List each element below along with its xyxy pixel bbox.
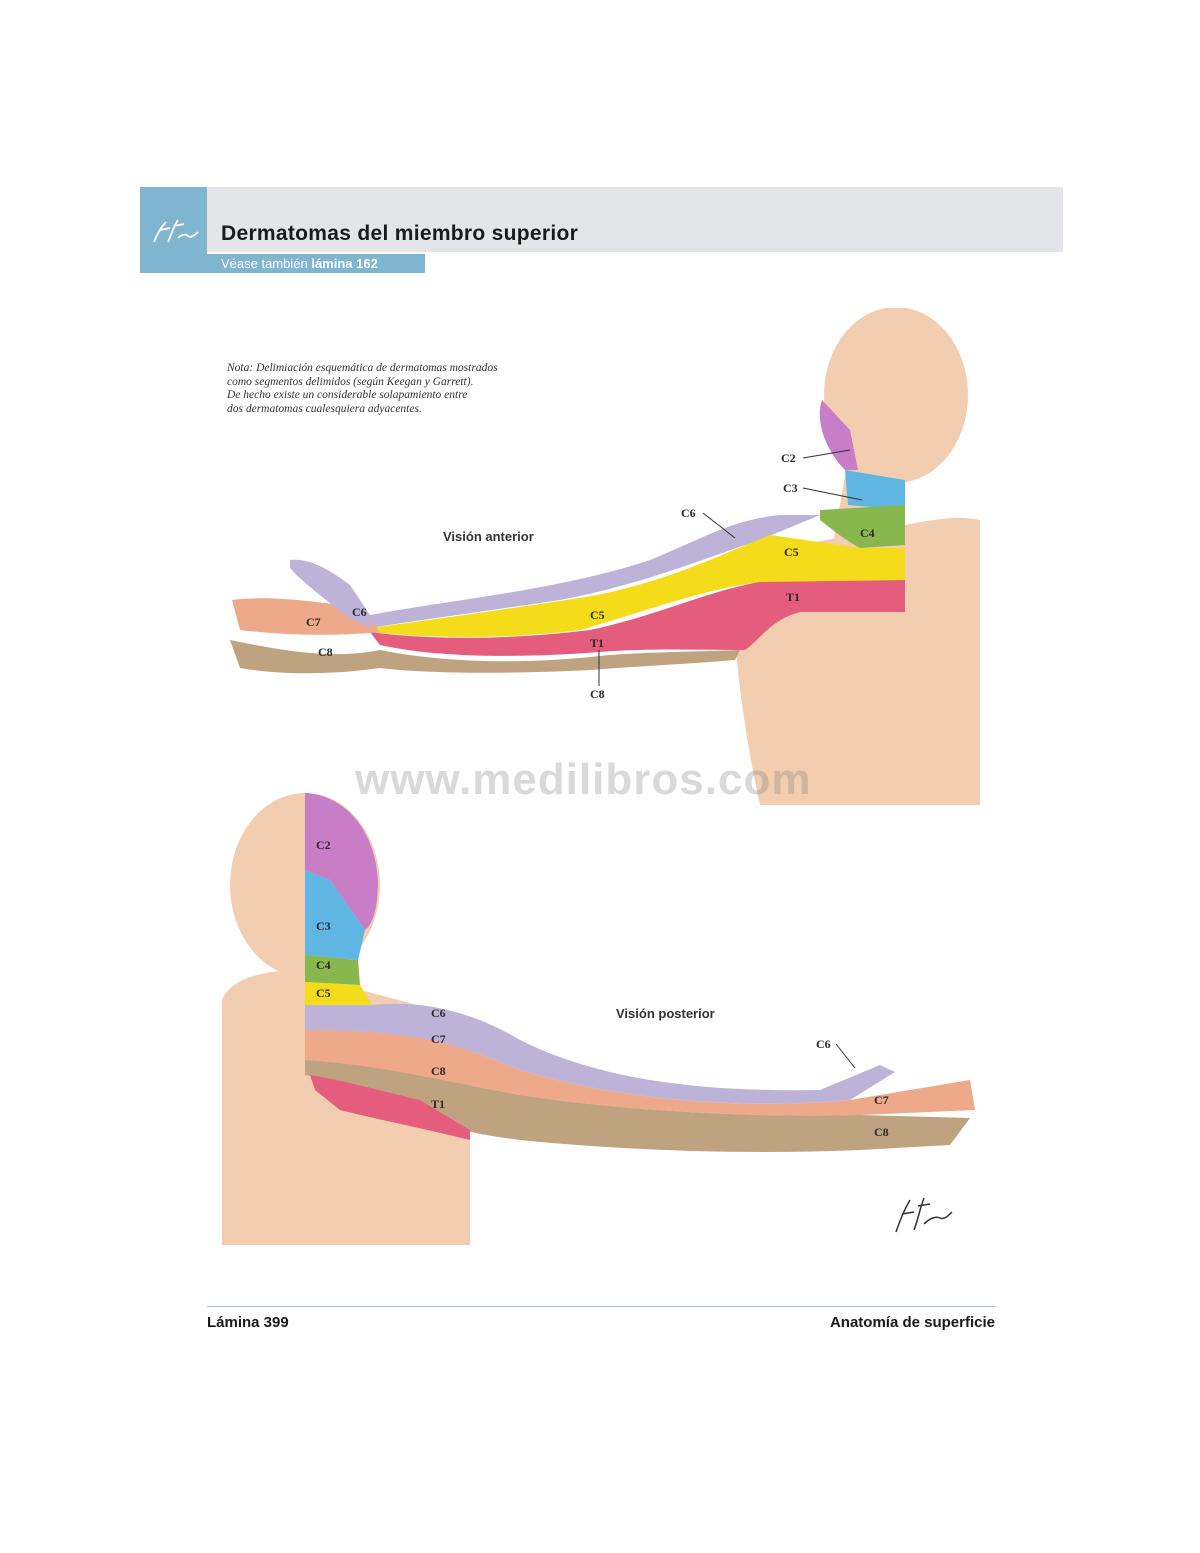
anterior-label-c2: C2 (781, 451, 796, 465)
artist-signature (895, 1197, 953, 1233)
footer-plate-number: Lámina 399 (207, 1314, 289, 1331)
anterior-thumb-c6 (290, 559, 370, 628)
anterior-dermatome-c5 (370, 535, 905, 637)
posterior-view-title: Visión posterior (616, 1006, 715, 1021)
posterior-dermatome-c4 (305, 955, 360, 985)
leader-lines (598, 449, 863, 1069)
posterior-label-c4: C4 (316, 958, 331, 972)
posterior-label-c6-thumb: C6 (816, 1037, 831, 1051)
footer-section-title: Anatomía de superficie (829, 1314, 995, 1331)
anterior-dermatome-t1 (370, 580, 905, 656)
posterior-dermatome-c6 (305, 1003, 895, 1104)
anterior-label-t1-arm: T1 (590, 636, 605, 650)
anterior-label-c7-hand: C7 (306, 615, 321, 629)
watermark: www.medilibros.com (355, 755, 812, 804)
footer-divider (207, 1306, 996, 1307)
posterior-dermatome-c5 (305, 982, 372, 1005)
see-also-prefix: Véase también (221, 256, 312, 271)
note-line: dos dermatomas cualesquiera adyacentes. (227, 402, 422, 415)
anterior-label-c6-top: C6 (681, 506, 696, 520)
note-text: Nota: Delimiación esquemática de dermato… (227, 362, 587, 416)
posterior-dermatome-c8 (305, 1060, 970, 1152)
posterior-label-c6: C6 (431, 1006, 446, 1020)
anterior-label-c8-hand: C8 (318, 645, 333, 659)
posterior-dermatome-c3 (305, 870, 365, 960)
posterior-label-c8: C8 (431, 1064, 446, 1078)
posterior-label-c3: C3 (316, 919, 331, 933)
anterior-label-c5-arm: C5 (590, 608, 605, 622)
note-line: De hecho existe un considerable solapami… (227, 389, 468, 401)
anterior-view-title: Visión anterior (443, 529, 534, 544)
anterior-dermatome-c6-upper (370, 515, 820, 628)
posterior-label-t1: T1 (431, 1097, 446, 1111)
note-line: como segmentos delimidos (según Keegan y… (227, 375, 474, 388)
netter-signature-logo (153, 219, 199, 243)
page-title: Dermatomas del miembro superior (221, 222, 579, 245)
anterior-dermatome-c2 (819, 400, 858, 470)
posterior-label-c7-hand: C7 (874, 1093, 889, 1107)
dermatome-illustration (222, 308, 980, 1245)
anterior-label-t1-chest: T1 (786, 590, 801, 604)
see-also-banner: Véase también lámina 162 (207, 254, 425, 273)
anterior-label-c8-below: C8 (590, 687, 605, 701)
posterior-dermatome-t1 (310, 1075, 470, 1140)
anterior-label-c4: C4 (860, 526, 875, 540)
anterior-label-c3: C3 (783, 481, 798, 495)
see-also-link[interactable]: lámina 162 (311, 256, 378, 271)
posterior-label-c5: C5 (316, 986, 331, 1000)
posterior-label-c7: C7 (431, 1032, 446, 1046)
anterior-label-c5-shoulder: C5 (784, 545, 799, 559)
anterior-dermatome-c4 (820, 505, 905, 548)
note-line: Nota: Delimiación esquemática de dermato… (227, 362, 498, 374)
anterior-head (824, 308, 968, 483)
posterior-label-c8-hand: C8 (874, 1125, 889, 1139)
posterior-label-c2: C2 (316, 838, 331, 852)
posterior-dermatome-c2 (305, 793, 378, 930)
header-band (140, 187, 1063, 252)
anterior-dermatome-c8 (230, 640, 740, 674)
posterior-dermatome-c7 (305, 1030, 975, 1116)
anterior-label-c6-thumb: C6 (352, 605, 367, 619)
